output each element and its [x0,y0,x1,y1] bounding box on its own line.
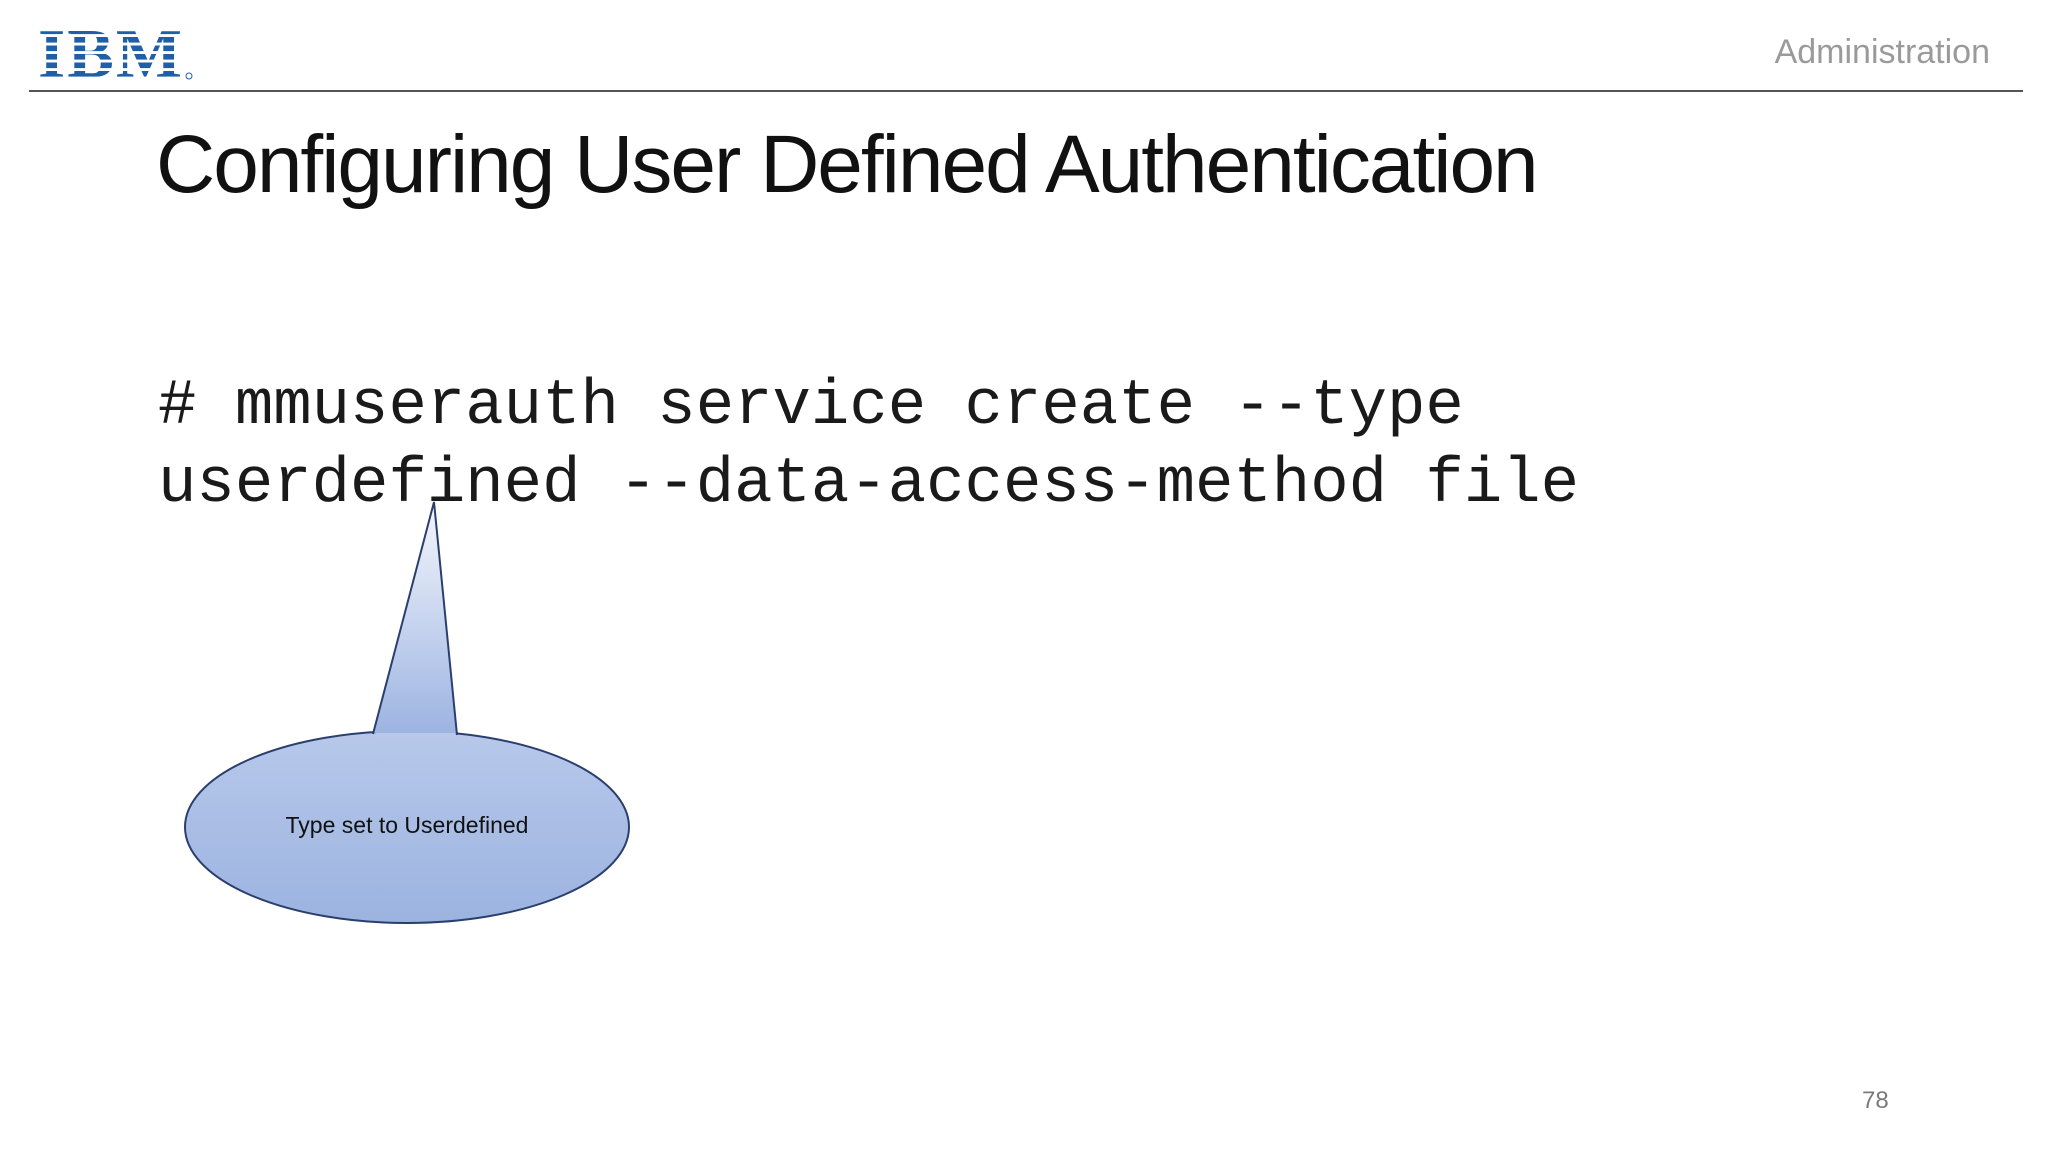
command-line-1: # mmuserauth service create --type [158,371,1464,443]
section-label: Administration [1774,33,1990,71]
callout-text: Type set to Userdefined [285,812,529,838]
slide-title: Configuring User Defined Authentication [156,119,1539,210]
page-number: 78 [1862,1087,1889,1114]
header-divider [29,90,2023,92]
ibm-logo: IBM [38,20,193,86]
svg-text:IBM: IBM [38,20,184,86]
command-line-2: userdefined --data-access-method file [158,449,1580,521]
command-block: # mmuserauth service create --type userd… [158,368,1579,524]
